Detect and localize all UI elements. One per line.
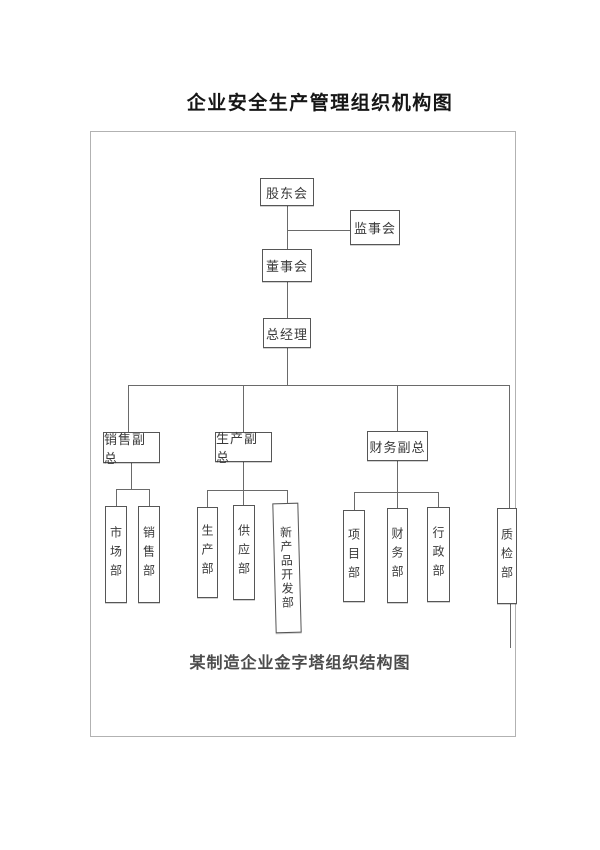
connector-supervisory-branch (288, 230, 350, 231)
node-label: 董事会 (265, 259, 308, 274)
node-label: 项目部 (346, 527, 361, 585)
connector-financevp-spread (354, 492, 438, 493)
connector-salesvp-spread (116, 489, 150, 490)
node-marketing-dept: 市场部 (105, 506, 127, 603)
node-admin-dept: 行政部 (427, 507, 450, 602)
node-label: 财务副总 (369, 439, 426, 455)
node-project-dept: 项目部 (343, 510, 365, 602)
node-supervisory-board: 监事会 (350, 210, 400, 245)
node-label: 市场部 (108, 526, 123, 583)
node-finance-dept: 财务部 (387, 508, 408, 603)
connector-shareholders-board (287, 206, 288, 249)
diagram-caption: 某制造企业金字塔组织结构图 (189, 655, 411, 672)
node-production-dept: 生产部 (197, 507, 218, 598)
node-sales-vp: 销售副总 (103, 432, 160, 466)
node-label: 新产品开发部 (278, 525, 295, 611)
connector-drop-quality-dept (509, 385, 510, 508)
connector-main-horizontal (128, 385, 510, 386)
connector-below-quality-dept (510, 603, 511, 648)
node-board-of-directors: 董事会 (262, 249, 312, 282)
node-label: 销售副总 (104, 431, 147, 466)
diagram-frame (90, 131, 516, 737)
node-sales-dept: 销售部 (138, 506, 160, 603)
node-label: 供应部 (236, 524, 251, 581)
connector-drop-finance-vp (397, 385, 398, 431)
connector-drop-productiondept (207, 490, 208, 507)
connector-drop-salesdept (149, 489, 150, 506)
connector-productionvp-down (243, 462, 244, 490)
page-title: 企业安全生产管理组织机构图 (186, 93, 454, 114)
connector-drop-production-vp (243, 385, 244, 432)
node-label: 监事会 (353, 221, 396, 236)
connector-salesvp-down (131, 463, 132, 489)
connector-drop-projectdept (354, 492, 355, 510)
connector-productionvp-spread (207, 490, 288, 491)
node-shareholders-meeting: 股东会 (260, 178, 314, 206)
node-supply-dept: 供应部 (233, 505, 255, 600)
node-label: 财务部 (390, 527, 404, 584)
node-quality-dept: 质检部 (497, 508, 517, 604)
connector-drop-marketing (116, 489, 117, 506)
node-finance-vp: 财务副总 (367, 431, 428, 461)
connector-drop-npd (287, 490, 288, 503)
node-new-product-dev-dept: 新产品开发部 (272, 502, 302, 634)
node-label: 生产副总 (216, 431, 259, 465)
node-label: 生产部 (200, 524, 214, 581)
node-label: 质检部 (499, 527, 514, 585)
node-label: 销售部 (141, 526, 156, 583)
node-label: 总经理 (265, 326, 308, 342)
connector-drop-supplydept (243, 490, 244, 505)
connector-drop-admindept (438, 492, 439, 507)
node-label: 股东会 (265, 185, 308, 201)
node-production-vp: 生产副总 (215, 431, 272, 465)
node-label: 行政部 (431, 526, 445, 583)
node-general-manager: 总经理 (263, 318, 311, 348)
connector-financevp-down (397, 461, 398, 492)
connector-drop-financedept (397, 492, 398, 508)
connector-gm-mainline (287, 348, 288, 385)
connector-drop-sales-vp (128, 385, 129, 432)
connector-board-gm (287, 282, 288, 318)
